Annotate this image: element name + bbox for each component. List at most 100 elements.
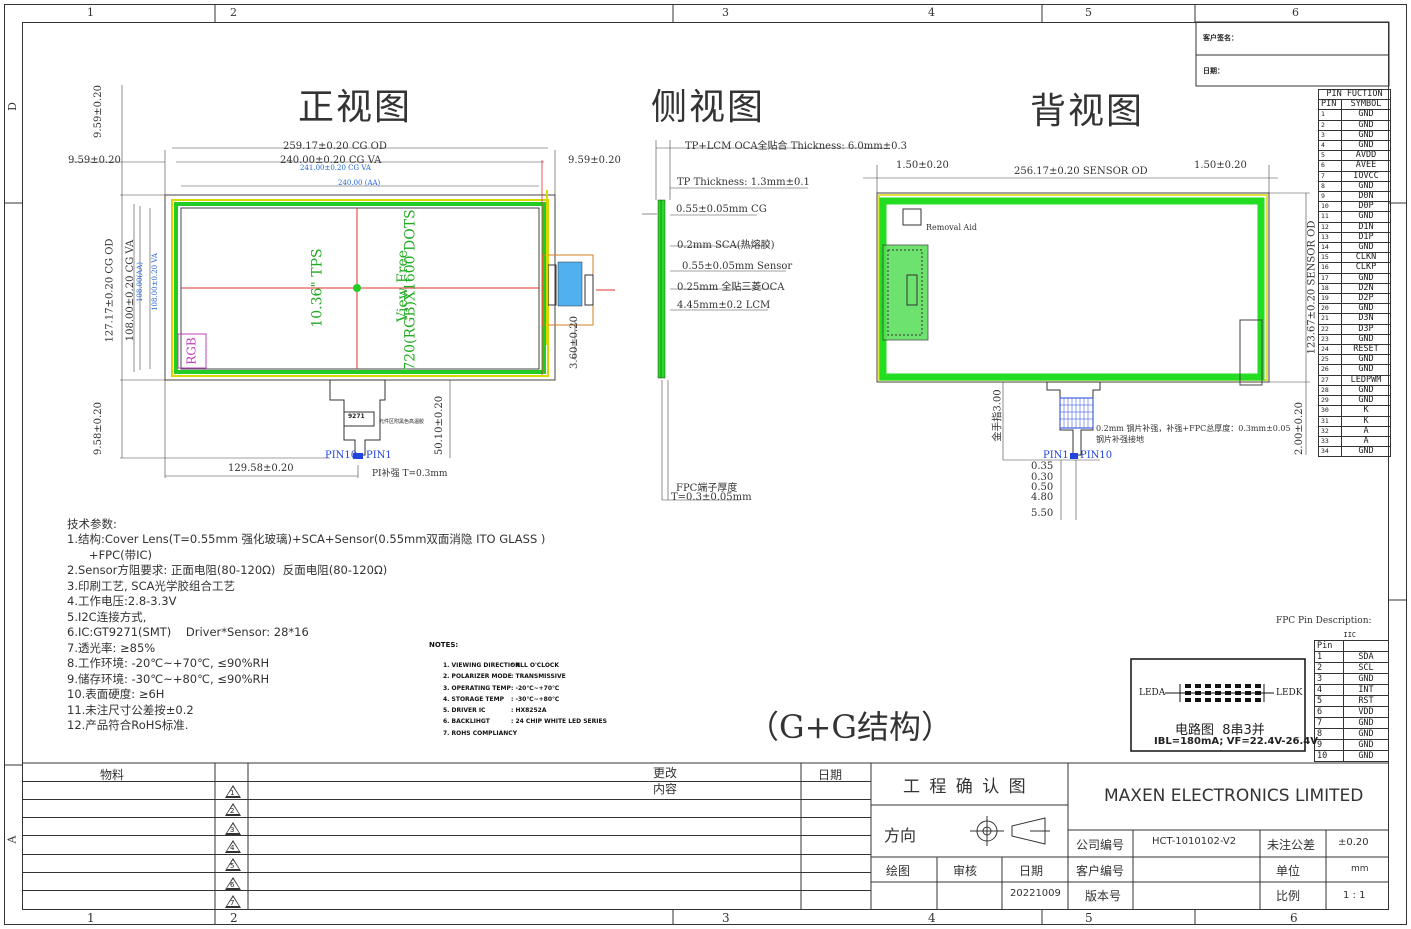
pin-symbol: GND: [1341, 354, 1391, 366]
grid-bottom-4: 4: [928, 911, 936, 925]
dim-right-width: 9.59±0.20: [568, 155, 621, 166]
dim-va-small: 241.00±0.20 CG VA: [300, 164, 371, 172]
tech-line: 3.印刷工艺, SCA光学胶组合工艺: [67, 578, 235, 593]
dim-top-height: 9.59±0.20: [92, 85, 104, 138]
note-value: : -20℃~+70℃: [511, 684, 560, 692]
pin-symbol: GND: [1341, 109, 1391, 121]
fpc-pin-symbol: SDA: [1343, 651, 1389, 663]
pin-symbol: AVEE: [1341, 160, 1391, 172]
structure-label: （G+G结构）: [747, 708, 953, 746]
revision-triangle-icon: 7: [225, 894, 241, 908]
grid-bottom-5: 5: [1085, 911, 1093, 925]
tech-line: 10.表面硬度: ≥6H: [67, 687, 165, 701]
note-key: 3. OPERATING TEMP: [443, 684, 511, 692]
revision-triangle-icon: 4: [225, 839, 241, 853]
back-sensor-height: 123.67±0.20 SENSOR OD: [1306, 220, 1318, 355]
pin-symbol: A: [1341, 425, 1391, 437]
pin-number: 23: [1318, 333, 1342, 346]
tb-date-col: 日期: [818, 768, 843, 782]
revision-row: [22, 800, 871, 819]
pin-number: 6: [1318, 160, 1342, 172]
tb-date-label: 日期: [1019, 864, 1044, 878]
pin-number: 31: [1318, 415, 1342, 427]
dim-aa: 240.00 (AA): [338, 179, 381, 187]
fpc-pin-symbol: GND: [1343, 673, 1389, 685]
chip-note: 元件区附黑色高温胶: [379, 419, 425, 425]
tech-line: 5.I2C连接方式,: [67, 609, 147, 624]
revision-triangle-icon: 3: [225, 821, 241, 835]
back-dim-2: 0.30: [1031, 472, 1054, 483]
pin-number: 20: [1318, 303, 1342, 315]
fpc-pin-number: 4: [1314, 684, 1344, 696]
circuit-caption: 电路图 8串3并: [1175, 723, 1265, 738]
steel-reinforcement: 0.2mm 钢片补强，补强+FPC总厚度：0.3mm±0.05: [1096, 424, 1291, 433]
tb-version: 版本号: [1085, 889, 1122, 903]
pin-number: 15: [1318, 252, 1342, 264]
grid-top-3: 3: [722, 6, 729, 19]
tech-line: 11.未注尺寸公差按±0.2: [67, 702, 194, 717]
tb-customer-no: 客户编号: [1076, 864, 1125, 878]
fpc-pin-symbol: GND: [1343, 750, 1389, 762]
tech-line: 12.产品符合RoHS标准.: [67, 718, 189, 732]
front-pin1: PIN1: [366, 450, 392, 461]
tech-line: 9.储存环境: -30℃~+80℃, ≤90%RH: [67, 671, 270, 686]
pin-number: 2: [1318, 119, 1342, 131]
fpc-table-title: FPC Pin Description:: [1276, 616, 1372, 626]
front-pin10: PIN10: [325, 450, 358, 461]
fpc-pin-symbol: GND: [1343, 717, 1389, 729]
note-value: : 24 CHIP WHITE LED SERIES: [511, 718, 607, 726]
revision-number: 7: [230, 898, 235, 907]
note-key: 1. VIEWING DIRECTION: [443, 662, 521, 669]
back-view-title: 背视图: [1030, 91, 1145, 132]
revision-triangle-icon: 1: [225, 785, 241, 798]
tech-line: 6.IC:GT9271(SMT) Driver*Sensor: 28*16: [67, 625, 309, 639]
tb-draw: 绘图: [886, 864, 911, 878]
grid-top-1: 1: [87, 6, 94, 19]
pin-symbol: K: [1341, 405, 1391, 417]
pin-number: 3: [1318, 129, 1342, 142]
dim-h-va: 108.00±0.20 CG VA: [125, 239, 137, 342]
side-oca: 0.25mm 全贴三菱OCA: [677, 282, 785, 293]
circuit-ledk: LEDK: [1276, 688, 1303, 698]
pin-symbol: A: [1341, 435, 1391, 448]
pin-number: 34: [1318, 446, 1342, 458]
tb-material: 物料: [100, 768, 125, 782]
grid-top-5: 5: [1085, 6, 1092, 19]
pin-symbol: D3N: [1341, 313, 1391, 325]
pin-symbol: AVDD: [1341, 150, 1391, 162]
rgb-label: RGB: [184, 337, 199, 365]
fpc-table-col-top: IIC: [1343, 631, 1357, 639]
revision-row: [22, 873, 871, 892]
tb-content: 内容: [653, 782, 678, 796]
note-line: 3. OPERATING TEMP: -20℃~+70℃: [443, 675, 607, 692]
pin-number: 9: [1318, 191, 1342, 203]
pin-number: 16: [1318, 262, 1342, 274]
revision-row: [22, 836, 871, 855]
pin-number: 17: [1318, 272, 1342, 284]
revision-number: 4: [230, 843, 235, 852]
tb-scale: 1 : 1: [1343, 890, 1366, 901]
note-line: 4. STORAGE TEMP: -30℃~+80℃: [443, 686, 607, 703]
pin-number: 12: [1318, 221, 1342, 233]
pin-symbol: GND: [1341, 140, 1391, 152]
tb-tolerance: ±0.20: [1338, 837, 1369, 848]
tb-review: 审核: [953, 864, 978, 878]
tb-scale-label: 比例: [1276, 889, 1301, 903]
pin-symbol: CLKN: [1341, 252, 1391, 264]
pin-symbol: D0P: [1341, 201, 1391, 213]
